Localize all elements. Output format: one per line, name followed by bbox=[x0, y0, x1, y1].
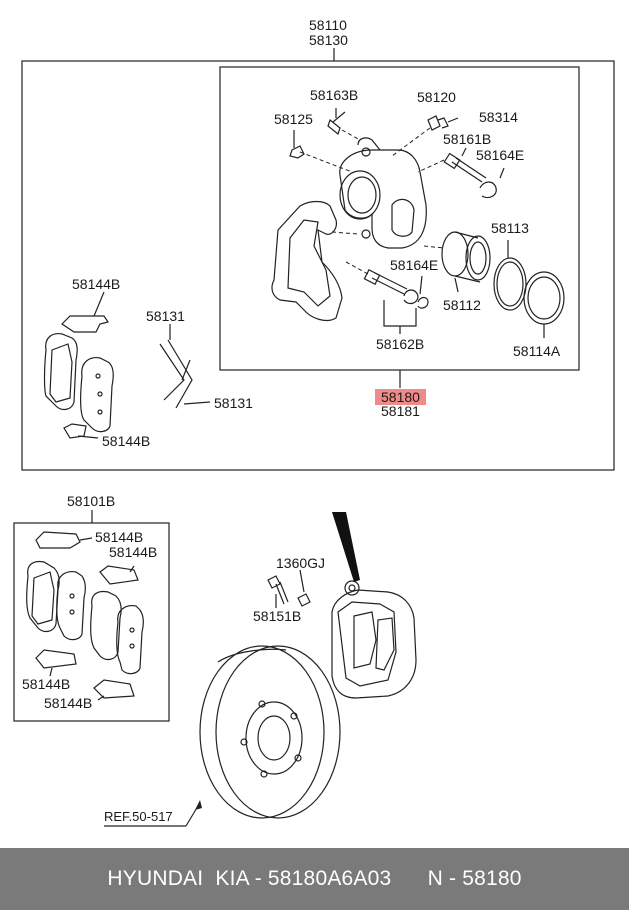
label-58110: 58110 bbox=[309, 17, 347, 33]
label-58144B-a: 58144B bbox=[72, 276, 121, 292]
label-58161B: 58161B bbox=[443, 131, 492, 147]
pad-spring-58131 bbox=[159, 339, 193, 409]
caliper-bracket-drawing bbox=[271, 200, 343, 322]
label-ref-50-517: REF.50-517 bbox=[104, 809, 173, 824]
pad-kit-pad-mid bbox=[56, 571, 86, 641]
brake-parts-diagram bbox=[13, 48, 615, 827]
label-58131-a: 58131 bbox=[146, 308, 185, 324]
label-58101B: 58101B bbox=[67, 493, 116, 509]
label-58144B-f: 58144B bbox=[44, 695, 93, 711]
label-58151B: 58151B bbox=[253, 608, 302, 624]
label-58114A: 58114A bbox=[513, 343, 561, 359]
label-58112: 58112 bbox=[443, 297, 481, 313]
caliper-assembly-outer-frame bbox=[21, 60, 615, 471]
label-58131-b: 58131 bbox=[214, 395, 253, 411]
label-58144B-b: 58144B bbox=[102, 433, 151, 449]
label-58144B-d: 58144B bbox=[109, 544, 158, 560]
label-58144B-c: 58144B bbox=[95, 529, 144, 545]
bleeder-cap bbox=[289, 145, 305, 159]
footer-part-number-text: HYUNDAI KIA - 58180A6A03 N - 58180 bbox=[107, 867, 522, 890]
label-58163B: 58163B bbox=[310, 87, 359, 103]
bleeder-screw bbox=[327, 111, 346, 136]
pad-kit-shim-top bbox=[35, 531, 139, 585]
label-58164E-mid: 58164E bbox=[390, 257, 439, 273]
piston-seal-ring bbox=[493, 257, 527, 311]
pad-kit-pad-right-b bbox=[116, 605, 144, 675]
brake-pad-right-upper bbox=[80, 357, 114, 433]
pad-kit-shim-bottom bbox=[35, 649, 135, 699]
label-58120: 58120 bbox=[417, 89, 456, 105]
label-58125: 58125 bbox=[274, 111, 313, 127]
pointer-wedge bbox=[332, 512, 360, 582]
dust-boot bbox=[523, 271, 565, 325]
pad-kit-pad-right-a bbox=[90, 590, 122, 661]
bleeder-valve-58120 bbox=[427, 115, 449, 131]
caliper-mount-bolt bbox=[267, 575, 311, 607]
brake-pad-left-upper bbox=[43, 333, 78, 411]
label-58162B: 58162B bbox=[376, 336, 425, 352]
pad-kit-pad-left bbox=[26, 560, 60, 633]
label-58113: 58113 bbox=[491, 220, 529, 236]
piston-drawing bbox=[441, 231, 491, 283]
caliper-housing-drawing bbox=[339, 137, 427, 249]
label-1360GJ: 1360GJ bbox=[276, 555, 326, 571]
guide-pin-top bbox=[443, 152, 497, 199]
label-58130: 58130 bbox=[309, 32, 348, 48]
label-58144B-e: 58144B bbox=[22, 676, 71, 692]
guide-pin-bottom bbox=[363, 269, 429, 309]
label-58181: 58181 bbox=[381, 403, 420, 419]
label-58164E-top: 58164E bbox=[476, 147, 525, 163]
label-58180-highlighted: 58180 bbox=[375, 389, 426, 405]
footer-bar: HYUNDAI KIA - 58180A6A03 N - 58180 bbox=[0, 848, 629, 910]
caliper-assembled-drawing bbox=[331, 580, 417, 699]
label-58314: 58314 bbox=[479, 109, 518, 125]
shim-clip-upper bbox=[61, 315, 109, 439]
brake-disc-drawing bbox=[199, 645, 341, 819]
